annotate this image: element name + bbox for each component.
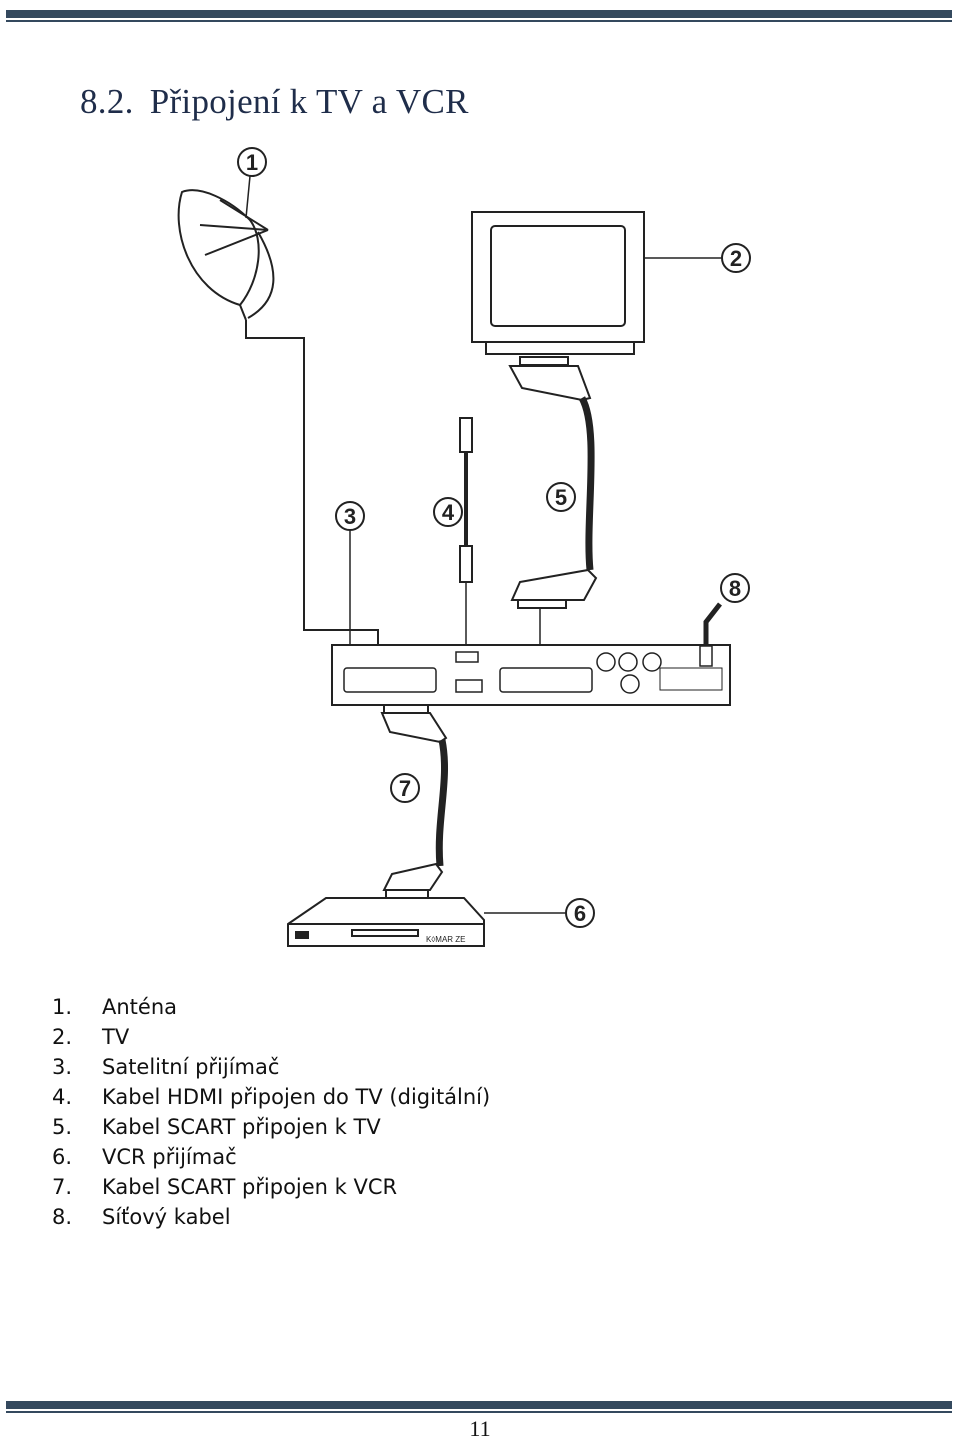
callout-8-label: 8 [729, 576, 741, 601]
legend-item: 4. Kabel HDMI připojen do TV (digitální) [52, 1082, 490, 1112]
legend-item-number: 6. [52, 1145, 73, 1169]
callout-5-label: 5 [555, 485, 567, 510]
scart-cable-tv [508, 356, 598, 676]
callout-3-label: 3 [344, 504, 356, 529]
legend-item-text: Satelitní přijímač [102, 1055, 280, 1079]
callout-7-label: 7 [399, 776, 411, 801]
legend-item-number: 3. [52, 1055, 73, 1079]
page-number: 11 [469, 1416, 491, 1441]
callout-4: 4 [433, 497, 463, 527]
legend-item-number: 5. [52, 1115, 73, 1139]
legend-item-text: Kabel SCART připojen k TV [102, 1115, 381, 1139]
hdmi-cable [459, 417, 473, 655]
legend-item: 5. Kabel SCART připojen k TV [52, 1112, 490, 1142]
scart-cable-vcr [380, 704, 448, 899]
legend-item-text: Kabel HDMI připojen do TV (digitální) [102, 1085, 491, 1109]
section-title: Připojení k TV a VCR [149, 82, 469, 121]
callout-7: 7 [390, 773, 420, 803]
legend-item-text: TV [102, 1025, 130, 1049]
satellite-dish [177, 189, 275, 321]
connection-diagram: 1 2 5 4 3 [177, 147, 751, 947]
legend-item-number: 4. [52, 1085, 73, 1109]
callout-5: 5 [546, 482, 576, 512]
bottom-rule-thin [6, 1411, 952, 1413]
bottom-rule-thick [6, 1401, 952, 1409]
antenna-cable [245, 320, 379, 655]
power-cable [703, 602, 722, 646]
legend-item-number: 7. [52, 1175, 73, 1199]
satellite-receiver [331, 644, 731, 706]
legend-item: 1. Anténa [52, 992, 490, 1022]
callout-8: 8 [720, 573, 750, 603]
callout-6-label: 6 [574, 901, 586, 926]
top-rule-thin [6, 20, 952, 22]
section-number: 8.2. [80, 82, 134, 121]
callout-1-label: 1 [246, 150, 258, 175]
vcr-brand: K◊MAR ZE [426, 935, 466, 944]
legend-item-text: VCR přijímač [102, 1145, 237, 1169]
legend-item: 8. Síťový kabel [52, 1202, 490, 1232]
callout-3: 3 [335, 501, 365, 645]
legend-item-number: 2. [52, 1025, 73, 1049]
legend-item-number: 1. [52, 995, 73, 1019]
legend-item: 2. TV [52, 1022, 490, 1052]
vcr-device: K◊MAR ZE [287, 897, 485, 947]
legend-list: 1. Anténa 2. TV 3. Satelitní přijímač 4. Kab… [52, 992, 490, 1232]
legend-item: 6. VCR přijímač [52, 1142, 490, 1172]
callout-4-label: 4 [442, 500, 455, 525]
legend-item-text: Síťový kabel [102, 1205, 231, 1229]
callout-2-label: 2 [730, 246, 742, 271]
callout-1: 1 [237, 147, 267, 219]
legend-item-number: 8. [52, 1205, 73, 1229]
tv-set [471, 211, 645, 355]
top-rule-thick [6, 10, 952, 18]
section-heading: 8.2. Připojení k TV a VCR [80, 82, 469, 122]
legend-item-text: Anténa [102, 995, 178, 1019]
callout-2: 2 [644, 243, 751, 273]
legend-item-text: Kabel SCART připojen k VCR [102, 1175, 398, 1199]
legend-item: 7. Kabel SCART připojen k VCR [52, 1172, 490, 1202]
legend-item: 3. Satelitní přijímač [52, 1052, 490, 1082]
callout-6: 6 [484, 898, 595, 928]
